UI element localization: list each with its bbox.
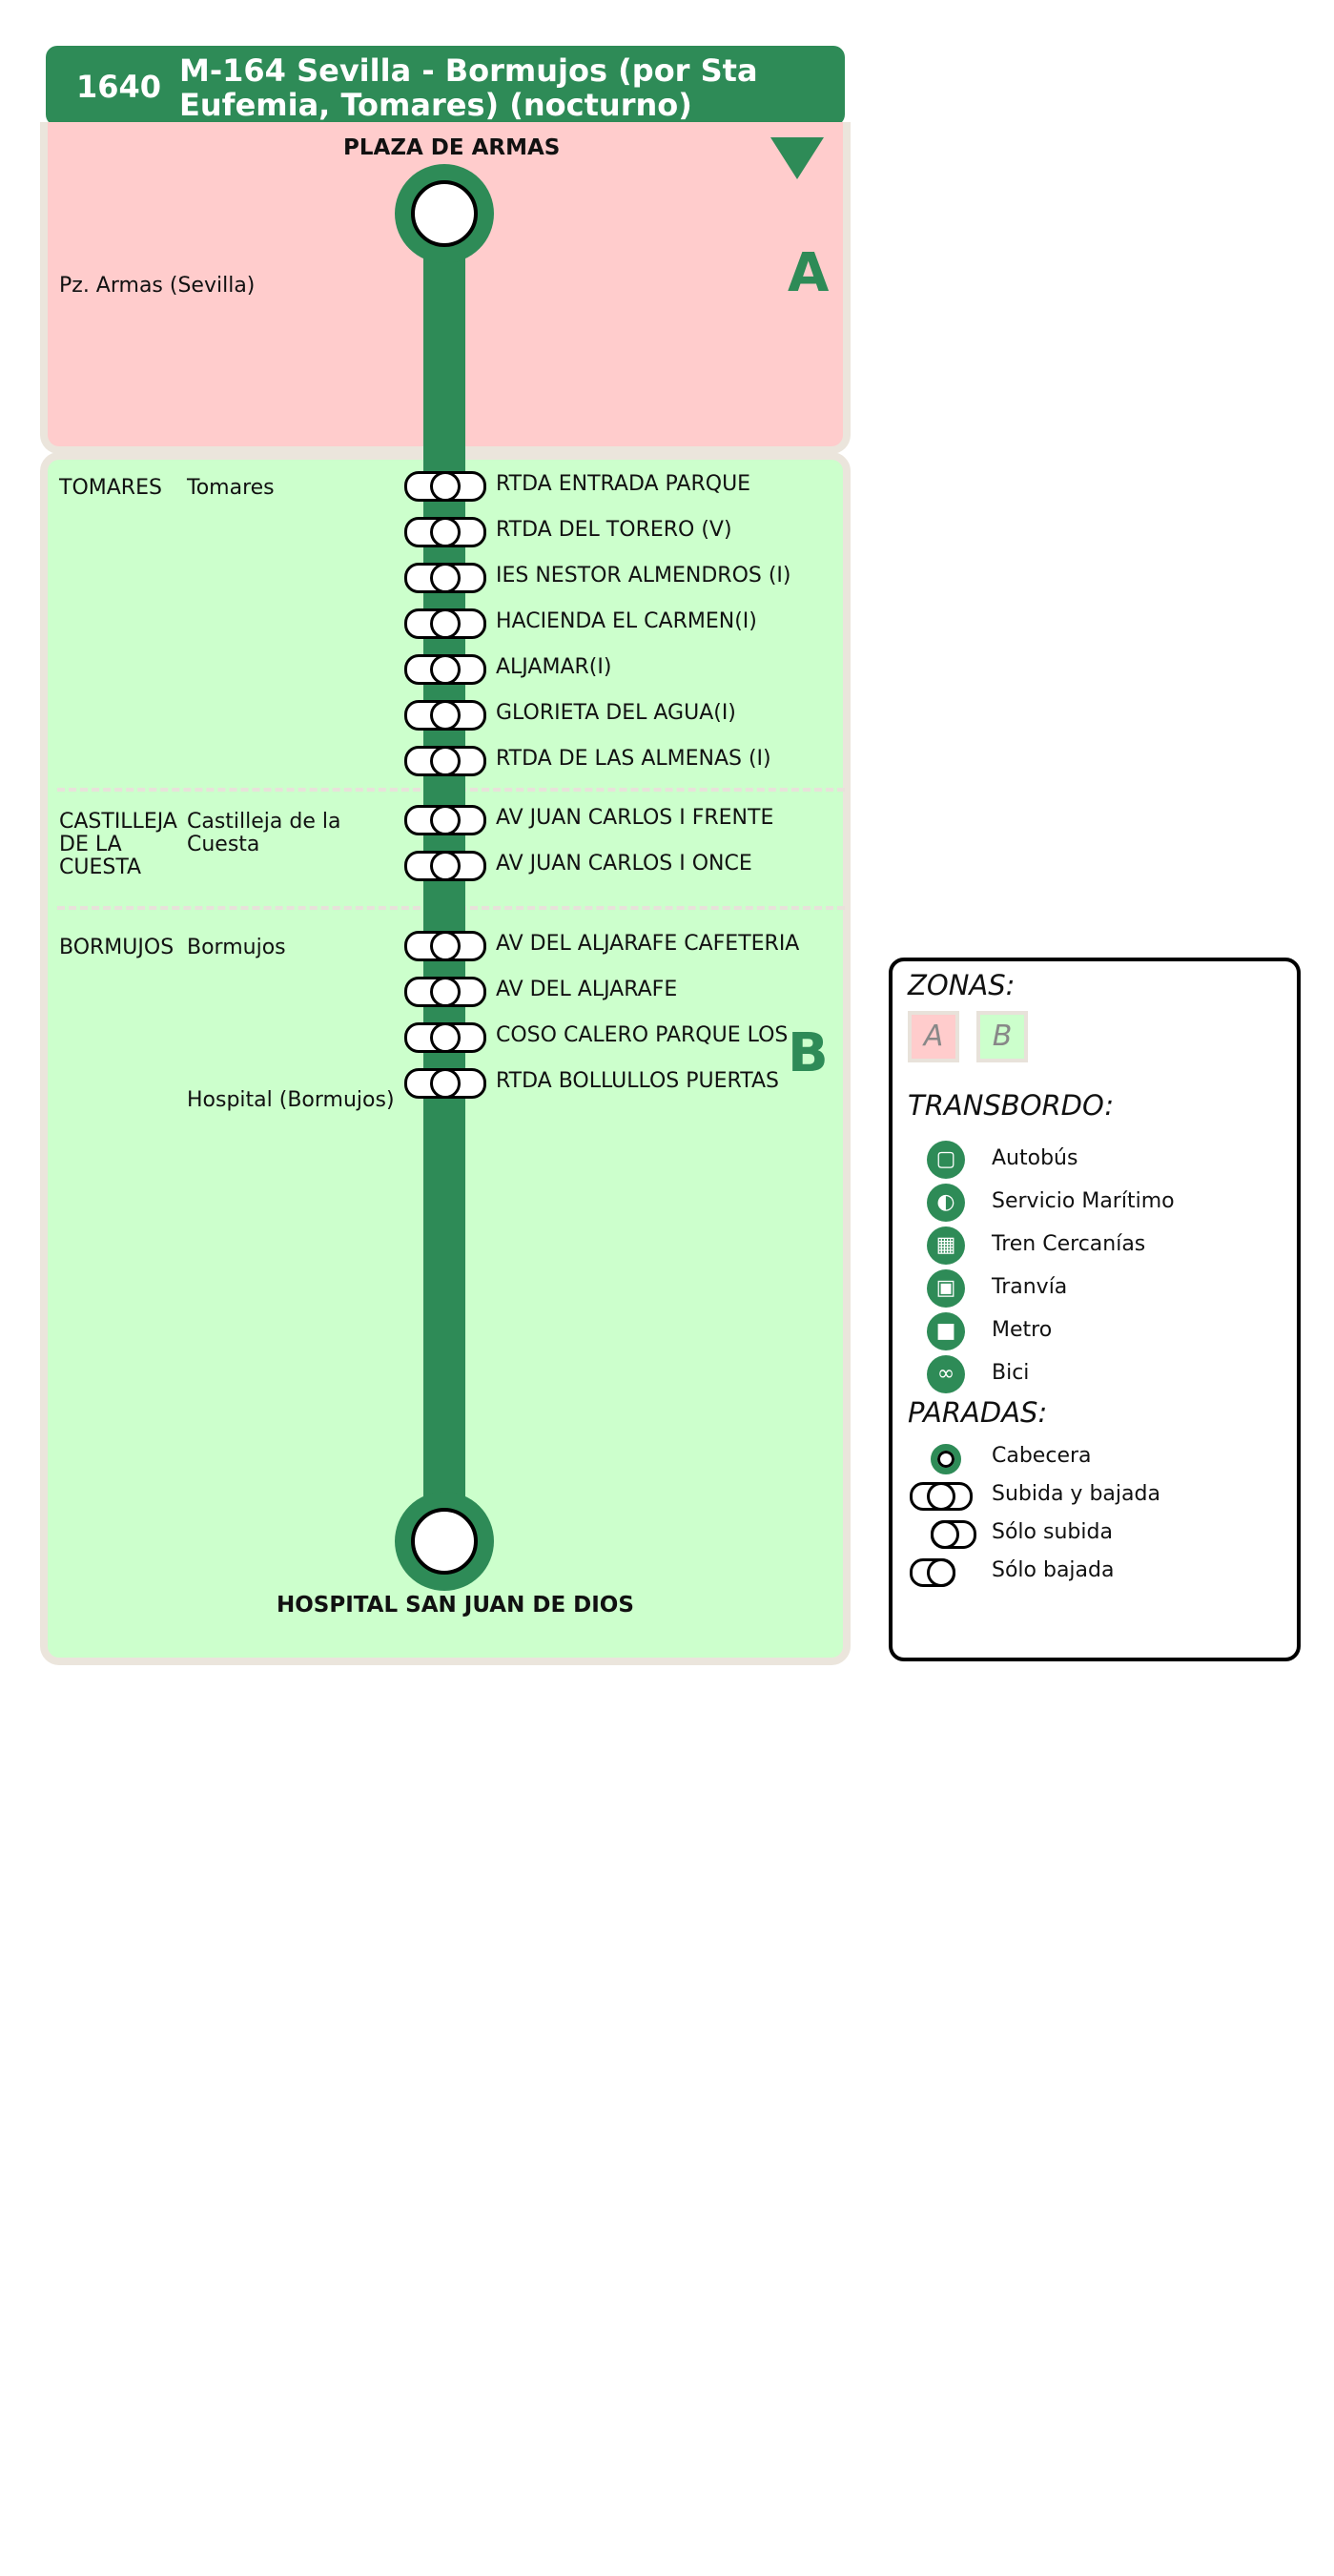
- zone-a-letter: A: [788, 242, 830, 304]
- place-label: Tomares: [187, 476, 275, 500]
- legend-cabecera-marker: [931, 1444, 961, 1474]
- legend-zonas-title: ZONAS:: [908, 969, 1016, 1001]
- legend-paradas-title: PARADAS:: [908, 1396, 1048, 1429]
- start-terminal-label: PLAZA DE ARMAS: [343, 135, 561, 160]
- legend-stop-type-label: Sólo bajada: [992, 1558, 1115, 1582]
- legend-zone-b: B: [976, 1011, 1028, 1062]
- legend-stop-type-label: Subida y bajada: [992, 1482, 1160, 1506]
- stop-label: RTDA DEL TORERO (V): [496, 518, 732, 542]
- stop-label: AV DEL ALJARAFE: [496, 978, 678, 1001]
- tram-icon: ▣: [927, 1269, 965, 1308]
- zone-b-letter: B: [788, 1022, 829, 1084]
- stop-label: AV JUAN CARLOS I ONCE: [496, 852, 752, 876]
- legend-transfer-label: Autobús: [992, 1146, 1078, 1170]
- stop-marker: [404, 608, 486, 639]
- direction-arrow-icon: [770, 137, 824, 179]
- stop-label: ALJAMAR(I): [496, 655, 612, 679]
- municipality-label: CASTILLEJA DE LA CUESTA: [59, 810, 177, 879]
- stop-marker: [404, 1022, 486, 1053]
- legend-transbordo-title: TRANSBORDO:: [908, 1089, 1115, 1122]
- stop-marker: [404, 1068, 486, 1099]
- stop-marker: [404, 931, 486, 961]
- stop-marker: [404, 851, 486, 881]
- stop-label: GLORIETA DEL AGUA(I): [496, 701, 736, 725]
- stop-marker: [404, 654, 486, 685]
- start-terminal-stop: [395, 164, 494, 263]
- route-title: M-164 Sevilla - Bormujos (por Sta Eufemi…: [179, 52, 758, 123]
- bus-icon: ▢: [927, 1141, 965, 1179]
- place-label: Hospital (Bormujos): [187, 1088, 395, 1112]
- municipality-label: TOMARES: [59, 476, 162, 500]
- ferry-icon: ◐: [927, 1184, 965, 1222]
- route-header: 1640 M-164 Sevilla - Bormujos (por Sta E…: [46, 46, 845, 126]
- legend-panel: ZONAS: A B TRANSBORDO: ▢ Autobús ◐ Servi…: [889, 958, 1301, 1661]
- stop-label: HACIENDA EL CARMEN(I): [496, 609, 757, 633]
- stop-label: RTDA BOLLULLOS PUERTAS: [496, 1069, 779, 1093]
- legend-transfer-label: Tranvía: [992, 1275, 1068, 1299]
- stop-label: RTDA ENTRADA PARQUE: [496, 472, 751, 496]
- legend-transfer-label: Servicio Marítimo: [992, 1189, 1175, 1213]
- stop-marker: [404, 977, 486, 1007]
- municipality-label: BORMUJOS: [59, 936, 174, 959]
- legend-transfer-label: Metro: [992, 1318, 1053, 1342]
- stop-marker: [404, 700, 486, 731]
- stop-label: COSO CALERO PARQUE LOS: [496, 1023, 789, 1047]
- route-code: 1640: [76, 69, 162, 105]
- stop-marker: [404, 805, 486, 835]
- stop-label: AV JUAN CARLOS I FRENTE: [496, 806, 774, 830]
- stop-label: AV DEL ALJARAFE CAFETERIA: [496, 932, 800, 956]
- legend-stop-type-label: Sólo subida: [992, 1520, 1113, 1544]
- stop-label: IES NESTOR ALMENDROS (I): [496, 564, 791, 587]
- stop-marker: [404, 517, 486, 547]
- legend-zone-a: A: [908, 1011, 959, 1062]
- stop-marker: [404, 471, 486, 502]
- legend-alight-marker-circle: [927, 1558, 955, 1587]
- legend-transfer-label: Tren Cercanías: [992, 1232, 1146, 1256]
- bike-icon: ∞: [927, 1355, 965, 1393]
- legend-transfer-label: Bici: [992, 1361, 1030, 1385]
- legend-board-marker-circle: [931, 1520, 959, 1549]
- train-icon: ▦: [927, 1226, 965, 1265]
- end-terminal-stop: [395, 1492, 494, 1591]
- metro-icon: ■: [927, 1312, 965, 1350]
- stop-label: RTDA DE LAS ALMENAS (I): [496, 747, 771, 771]
- stop-marker: [404, 746, 486, 776]
- place-label: Pz. Armas (Sevilla): [59, 274, 256, 298]
- place-label: Castilleja de la Cuesta: [187, 810, 341, 856]
- end-terminal-label: HOSPITAL SAN JUAN DE DIOS: [277, 1593, 634, 1618]
- place-label: Bormujos: [187, 936, 286, 959]
- stop-marker: [404, 563, 486, 593]
- legend-both-marker-circle: [927, 1482, 955, 1511]
- legend-stop-type-label: Cabecera: [992, 1444, 1092, 1468]
